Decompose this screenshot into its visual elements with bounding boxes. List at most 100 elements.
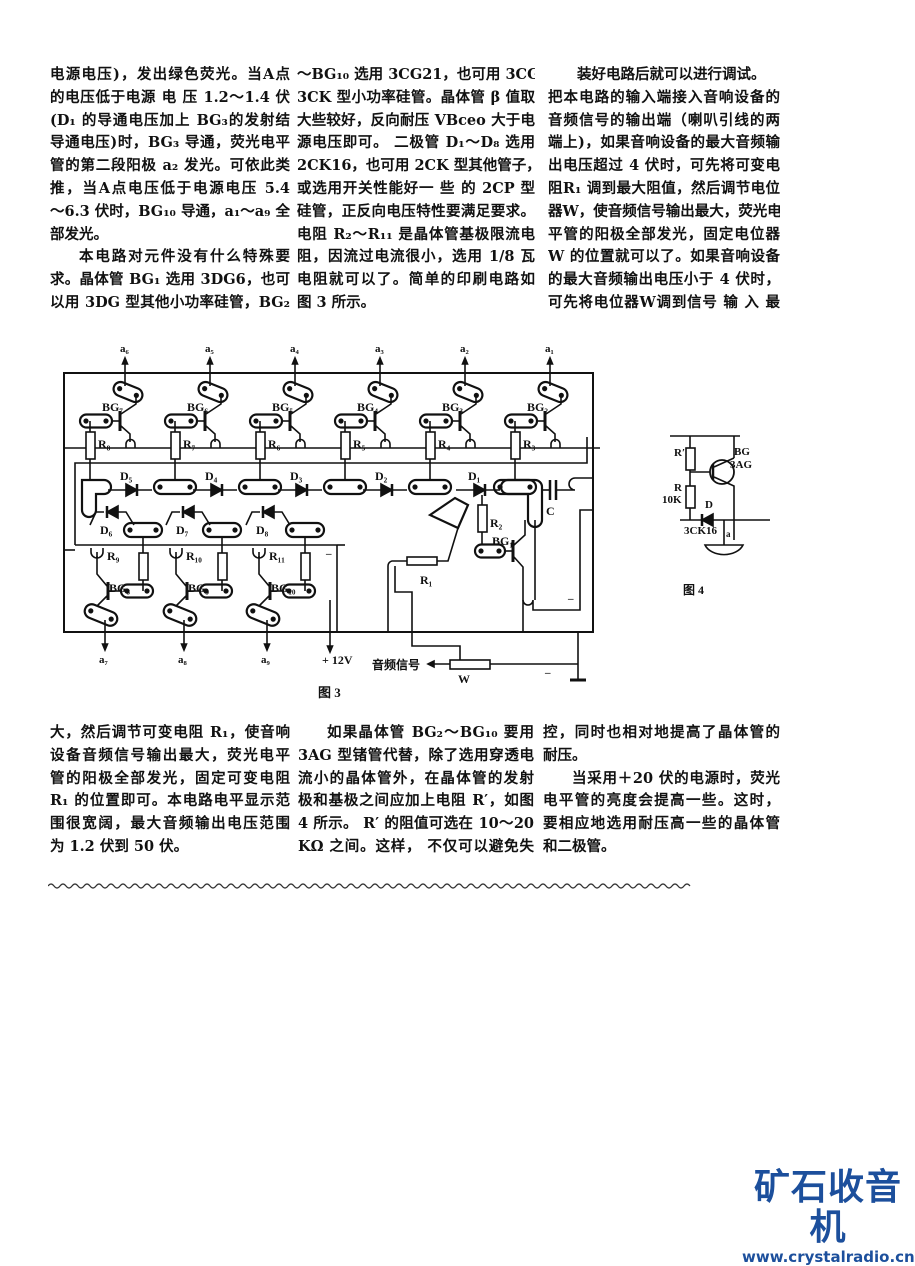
pad-hole: [287, 386, 293, 392]
emitter-pad: [90, 548, 104, 559]
text-line: 如果晶体管 BG₂～BG₁₀ 要用: [327, 724, 534, 741]
output-label: a₄: [290, 343, 300, 355]
emitter-pad: [550, 438, 561, 448]
text-line: 平管的阳极全部发光，固定电位器: [548, 225, 780, 243]
diode: [261, 504, 275, 520]
text-column: 装好电路后就可以进行调试。把本电路的输入端接入音响设备的音频信号的输出端（喇叭引…: [548, 64, 780, 315]
diode: [210, 482, 224, 498]
arrow: [180, 643, 188, 653]
pad-hole: [528, 418, 534, 424]
capacitor-label: C: [546, 504, 555, 518]
resistor: [685, 485, 696, 509]
solder-pad: [499, 478, 544, 529]
output-label: a₅: [205, 343, 215, 355]
pad-hole: [508, 418, 514, 424]
text-line: 4 所示。 R′ 的阻值可选在 10～20: [298, 815, 534, 833]
text-column: 控，同时也相对地提高了晶体管的耐压。当采用＋20 伏的电源时，荧光电平管的亮度会…: [543, 722, 780, 859]
text-line: 要相应地选用耐压高一些的晶体管: [543, 815, 780, 833]
text-line: 管的阳极全部发光，固定可变电阻: [50, 769, 290, 787]
pad-hole: [270, 616, 276, 622]
text-line: 电阻 R₂～R₁₁ 是晶体管基极限流电: [297, 225, 535, 243]
text-line: 音频信号的输出端（喇叭引线的两: [548, 111, 780, 129]
bg1-label: BG₁: [492, 534, 513, 548]
transistor-label: BG₂: [527, 400, 548, 414]
solder-pad: [245, 603, 281, 627]
resistor-label: R₇: [183, 437, 196, 451]
pad-hole: [203, 588, 209, 594]
pad-hole: [315, 527, 321, 533]
text-line: 耐压。: [543, 746, 587, 764]
output-label: a₃: [375, 343, 385, 355]
text-line: 图 3 所示。: [297, 293, 376, 311]
diode-label: D₄: [205, 469, 218, 483]
pad-hole: [357, 484, 363, 490]
pad-hole: [527, 484, 533, 490]
solder-pad: [407, 478, 453, 496]
figure-3-caption: 图 3: [318, 685, 341, 700]
watermark-logo: 矿石收音机 www.crystalradio.cn: [742, 1168, 915, 1266]
resistor: [85, 431, 96, 460]
emitter-pad: [252, 548, 266, 559]
collector-wire: [545, 396, 562, 415]
resistor: [510, 431, 521, 460]
text-line: 电源电压)，发出绿色荧光。当A点: [50, 66, 290, 83]
resistor: [217, 552, 228, 581]
pad-hole: [286, 588, 292, 594]
bg-type-label: 3AG: [730, 459, 752, 471]
resistor-label: R₄: [438, 437, 451, 451]
emitter-pad: [380, 438, 391, 448]
collector-wire: [460, 396, 477, 415]
pad-hole: [168, 418, 174, 424]
text-line: 部发光。: [50, 225, 108, 243]
resistor: [255, 431, 266, 460]
emitter-pad: [295, 438, 306, 448]
text-line: 流小的晶体管外，在晶体管的发射: [298, 769, 534, 787]
diode: [473, 482, 487, 498]
diode: [125, 482, 139, 498]
minus-label: –: [325, 548, 332, 560]
text-column: ～BG₁₀ 选用 3CG21，也可用 3CG，3CK 型小功率硅管。晶体管 β …: [297, 64, 535, 315]
section-divider: [48, 883, 691, 889]
arrow: [546, 355, 554, 365]
diode-label: D₆: [100, 523, 113, 537]
transistor-label: BG₅: [272, 400, 293, 414]
resistor: [449, 659, 491, 670]
resistor: [477, 504, 488, 533]
solder-pad: [322, 478, 368, 496]
resistor-label: R₈: [98, 437, 111, 451]
text-column: 大，然后调节可变电阻 R₁，使音响设备音频信号输出最大，荧光电平管的阳极全部发光…: [50, 722, 290, 859]
pad-hole: [117, 386, 123, 392]
pot-label: W: [458, 672, 470, 686]
solder-pad: [152, 478, 198, 496]
text-line: 电平管的亮度会提高一些。这时，: [543, 792, 780, 810]
arrow: [101, 643, 109, 653]
output-label: a₈: [178, 654, 188, 666]
pad-hole: [542, 386, 548, 392]
arrow: [291, 355, 299, 365]
text-line: 源电压即可。 二极管 D₁～D₈ 选用: [297, 134, 535, 152]
diode-label: D₃: [290, 469, 303, 483]
pad-hole: [327, 484, 333, 490]
emitter-wire: [96, 556, 108, 587]
diode: [295, 482, 309, 498]
text-column: 电源电压)，发出绿色荧光。当A点的电压低于电源 电 压 1.2～1.4 伏(D₁…: [50, 64, 290, 315]
r-label: R: [674, 482, 683, 494]
circuit-diagrams: a₆BG₇R₈a₅BG₆R₇a₄BG₅R₆a₃BG₄R₅a₂BG₃R₄a₁BG₂…: [63, 343, 770, 700]
pad-hole: [103, 418, 109, 424]
wire: [274, 511, 291, 526]
text-line: 把本电路的输入端接入音响设备的: [548, 88, 780, 106]
resistor-label: R₁₁: [269, 549, 285, 563]
r1-label: R₁: [420, 573, 433, 587]
pad-hole: [88, 608, 94, 614]
text-line: 大，然后调节可变电阻 R₁，使音响: [50, 724, 290, 741]
text-line: 以用 3DG 型其他小功率硅管，BG₂: [50, 293, 290, 311]
pad-hole: [372, 386, 378, 392]
output-label: a₂: [460, 343, 470, 355]
diode: [105, 504, 119, 520]
text-line: 导通电压)时，BG₃ 导通，荧光电平: [50, 134, 290, 152]
diode-label: D₇: [176, 523, 189, 537]
emitter-pad: [169, 548, 183, 559]
collector-wire: [258, 595, 270, 607]
text-line: (D₁ 的导通电压加上 BG₃的发射结: [50, 111, 290, 129]
solder-pad: [452, 380, 484, 404]
